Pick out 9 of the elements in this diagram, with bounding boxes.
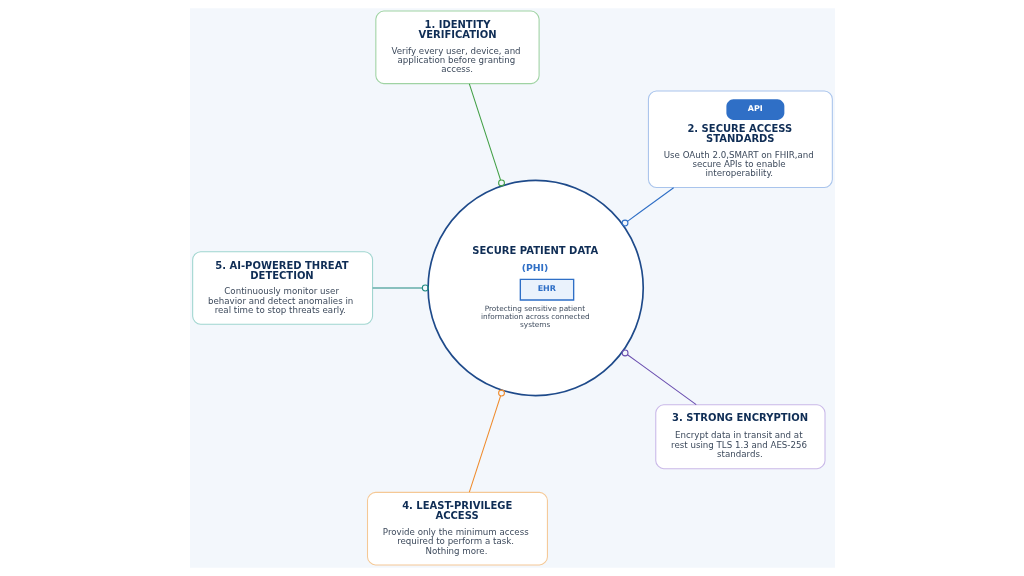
node-box: 4. LEAST-PRIVILEGE ACCESS Provide only the minimum access required to perform a task. Nothing more. [366,491,548,566]
node-box: 5. AI-POWERED THREAT DETECTION Continuously monitor user behavior and detect anomalies in real time to stop threats early. [191,251,373,325]
connector [468,83,505,187]
node-box: 1. IDENTITY VERIFICATION Verify every user, device, and application before granting access. [374,10,540,85]
connector [621,187,674,227]
connector [371,284,429,292]
node-box: 3. STRONG ENCRYPTION Encrypt data in transit and at rest using TLS 1.3 and AES-256 standards. [654,404,826,470]
connector [468,389,505,493]
connector [621,349,697,406]
